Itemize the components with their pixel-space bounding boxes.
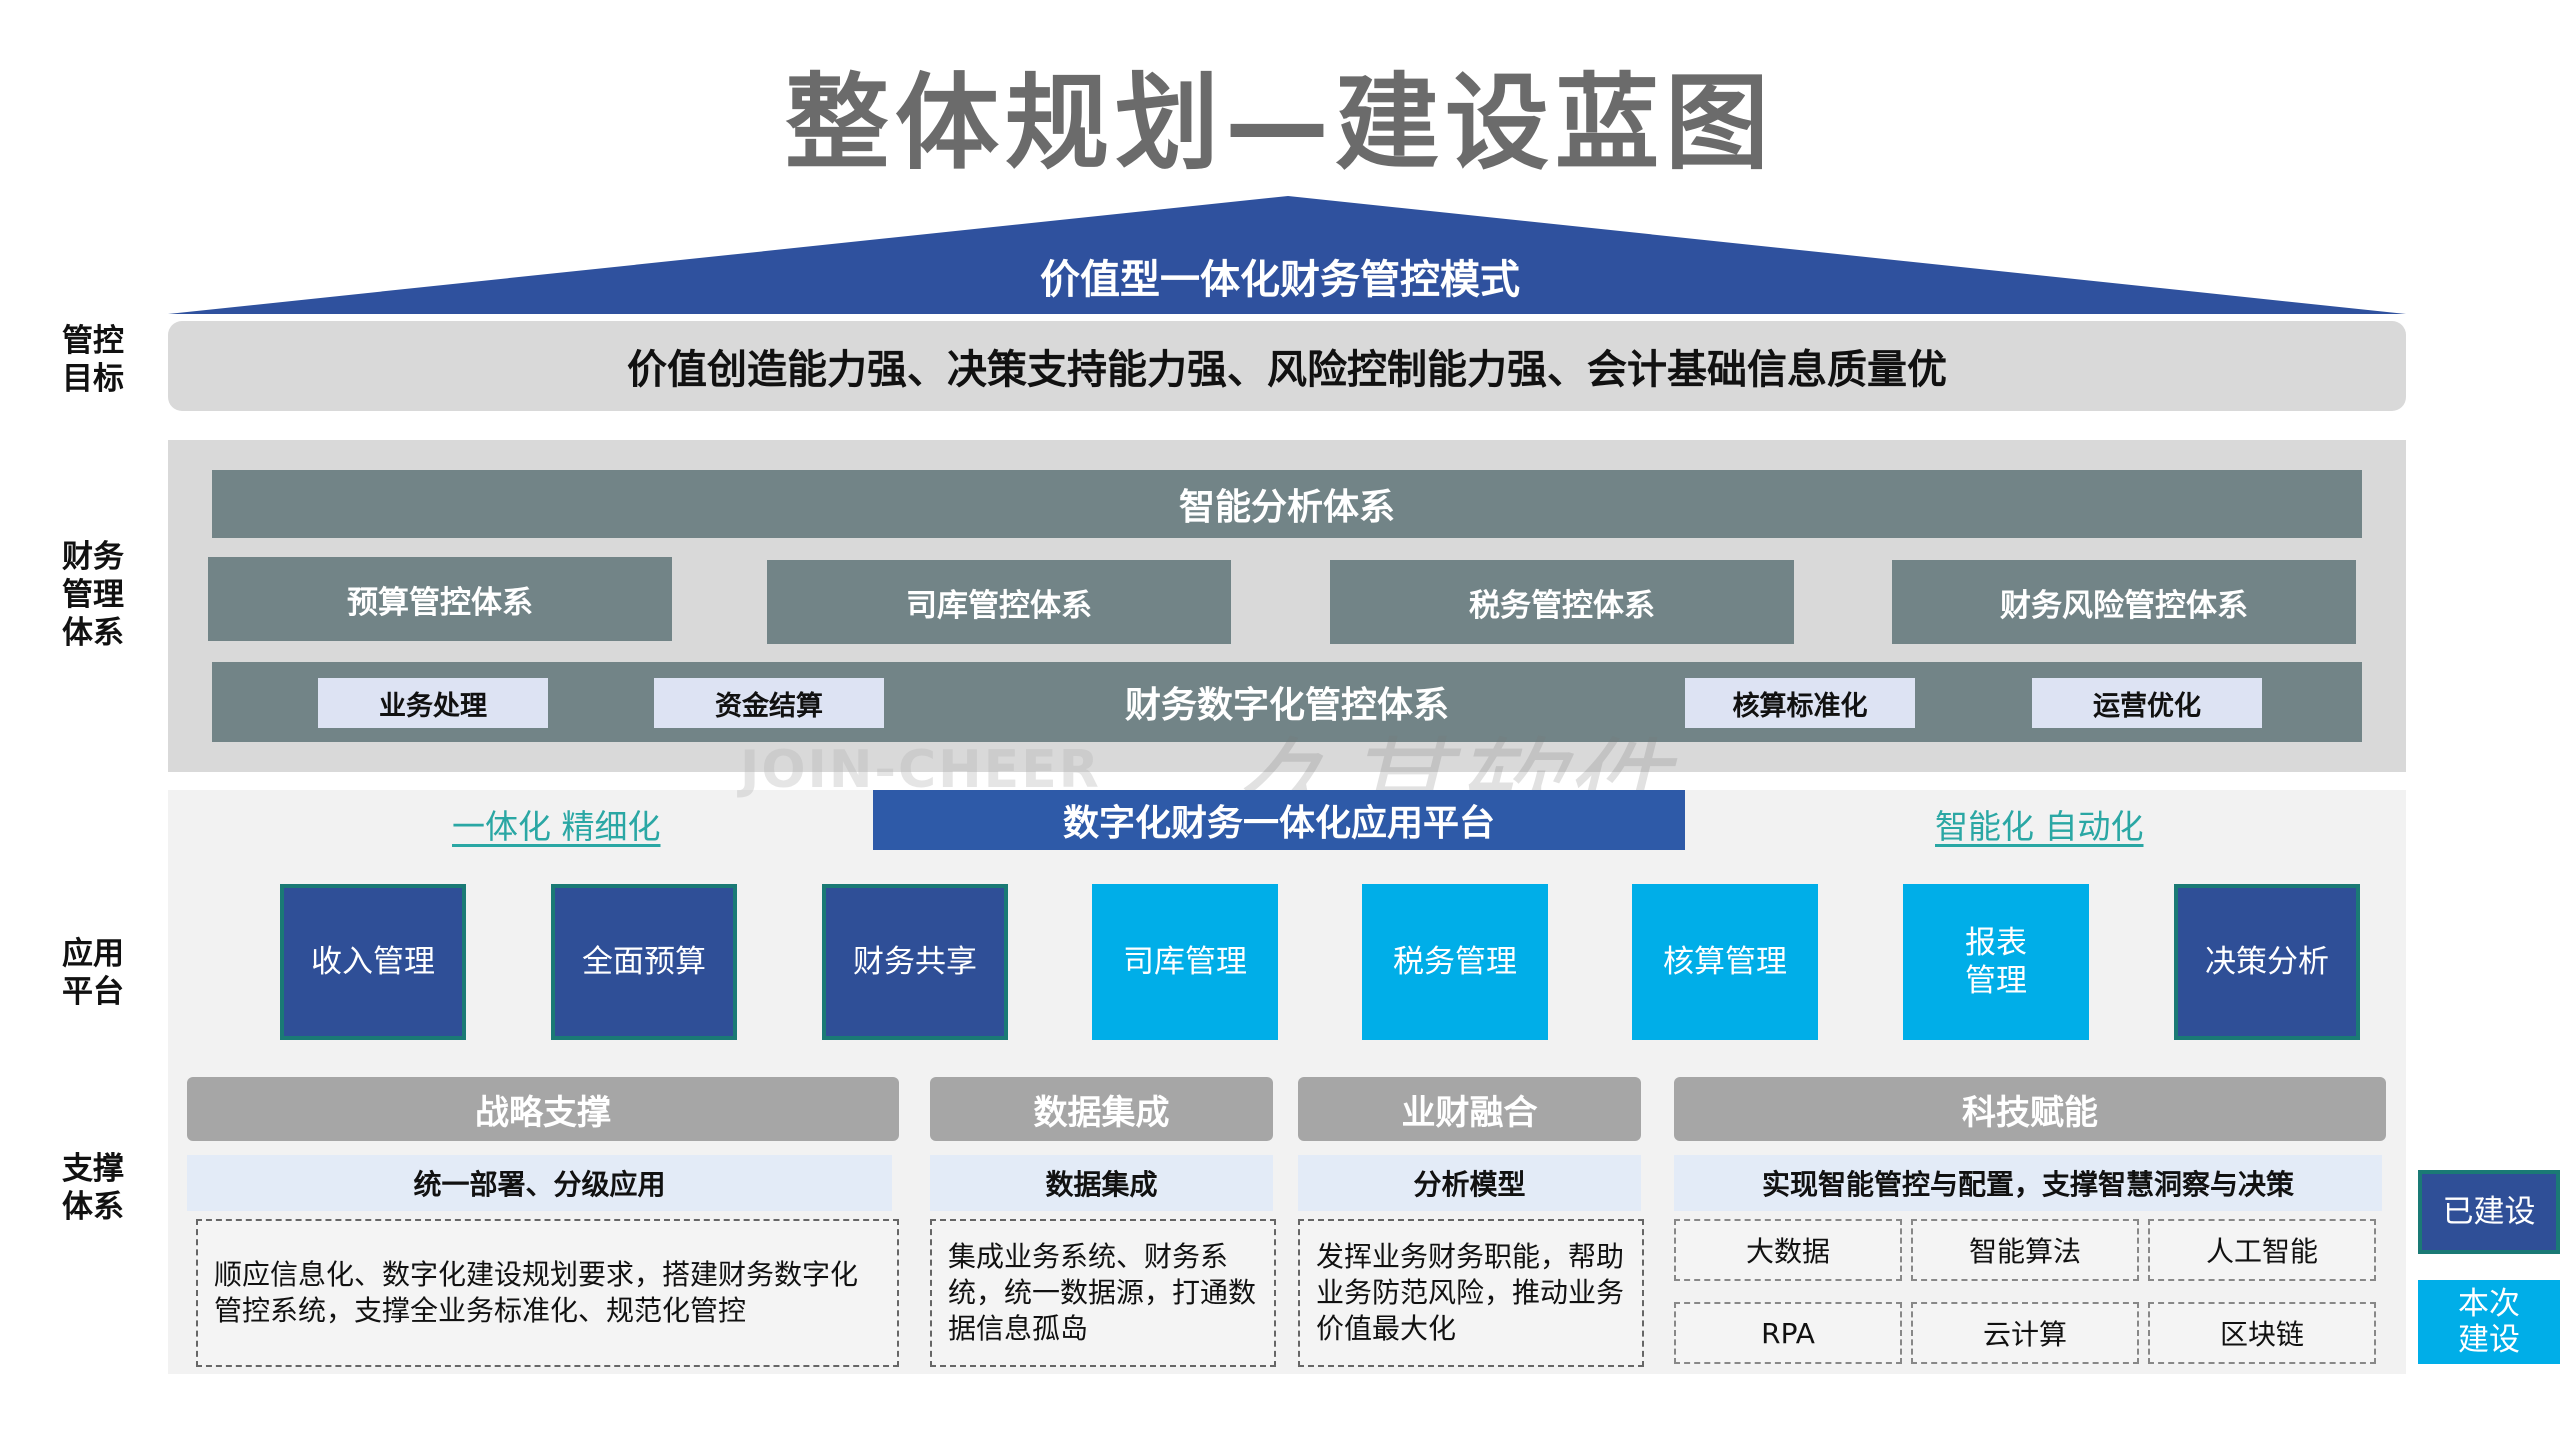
support-header-tech: 科技赋能	[1674, 1077, 2386, 1141]
support-header-data-integration: 数据集成	[930, 1077, 1273, 1141]
chip-operation-optimization: 运营优化	[2032, 678, 2262, 728]
roof-shape	[168, 196, 2406, 314]
chip-accounting-standardization: 核算标准化	[1685, 678, 1915, 728]
app-tax-management: 税务管理	[1362, 884, 1548, 1040]
treasury-control-system: 司库管控体系	[767, 560, 1231, 644]
budget-control-system: 预算管控体系	[208, 557, 672, 641]
support-header-strategy: 战略支撑	[187, 1077, 899, 1141]
app-financial-sharing: 财务共享	[822, 884, 1008, 1040]
tech-cloud-computing: 云计算	[1911, 1302, 2139, 1364]
tech-smart-algorithm: 智能算法	[1911, 1219, 2139, 1281]
support-desc-business-finance: 发挥业务财务职能，帮助业务防范风险，推动业务价值最大化	[1298, 1219, 1644, 1367]
slogan-left: 一体化 精细化	[452, 807, 661, 846]
support-desc-data-integration: 集成业务系统、财务系统，统一数据源，打通数据信息孤岛	[930, 1219, 1276, 1367]
tech-ai: 人工智能	[2148, 1219, 2376, 1281]
smart-analysis-system: 智能分析体系	[212, 470, 2362, 538]
row-label-goal: 管控 目标	[62, 323, 124, 397]
row-label-finance: 财务 管理 体系	[62, 539, 124, 651]
support-sub-tech: 实现智能管控与配置，支撑智慧洞察与决策	[1674, 1155, 2382, 1211]
tech-big-data: 大数据	[1674, 1219, 1902, 1281]
app-accounting-management: 核算管理	[1632, 884, 1818, 1040]
app-treasury-management: 司库管理	[1092, 884, 1278, 1040]
financial-risk-control-system: 财务风险管控体系	[1892, 560, 2356, 644]
app-comprehensive-budget: 全面预算	[551, 884, 737, 1040]
app-decision-analysis: 决策分析	[2174, 884, 2360, 1040]
support-sub-data-integration: 数据集成	[930, 1155, 1273, 1211]
tax-control-system: 税务管控体系	[1330, 560, 1794, 644]
support-sub-analysis-model: 分析模型	[1298, 1155, 1641, 1211]
slogan-right: 智能化 自动化	[1935, 807, 2144, 846]
legend-built: 已建设	[2418, 1170, 2560, 1254]
support-sub-strategy: 统一部署、分级应用	[187, 1155, 892, 1211]
tech-blockchain: 区块链	[2148, 1302, 2376, 1364]
app-report-management: 报表 管理	[1903, 884, 2089, 1040]
tech-rpa: RPA	[1674, 1302, 1902, 1364]
goal-bar: 价值创造能力强、决策支持能力强、风险控制能力强、会计基础信息质量优	[168, 321, 2406, 411]
digital-finance-control-system: 财务数字化管控体系	[212, 662, 2362, 742]
support-desc-strategy: 顺应信息化、数字化建设规划要求，搭建财务数字化管控系统，支撑全业务标准化、规范化…	[196, 1219, 899, 1367]
platform-title: 数字化财务一体化应用平台	[873, 790, 1685, 850]
roof-title: 价值型一体化财务管控模式	[1040, 257, 1520, 303]
support-header-business-finance: 业财融合	[1298, 1077, 1641, 1141]
chip-business-processing: 业务处理	[318, 678, 548, 728]
page-title: 整体规划—建设蓝图	[784, 62, 1775, 184]
legend-new: 本次 建设	[2418, 1280, 2560, 1364]
row-label-support: 支撑 体系	[62, 1151, 124, 1225]
app-revenue-management: 收入管理	[280, 884, 466, 1040]
chip-fund-settlement: 资金结算	[654, 678, 884, 728]
row-label-app: 应用 平台	[62, 936, 124, 1010]
